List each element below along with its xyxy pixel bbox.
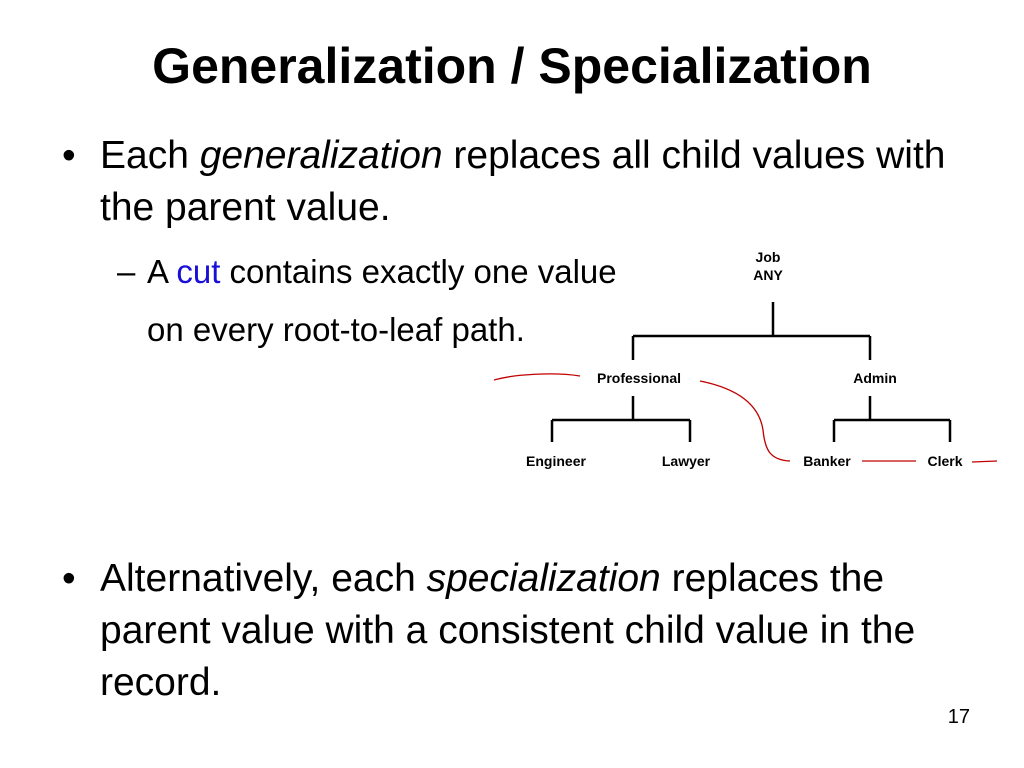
sub-bullet-text-after: contains exactly one value on every root…	[147, 253, 617, 348]
cut-curve	[493, 373, 998, 463]
node-engineer: Engineer	[526, 453, 586, 469]
node-banker: Banker	[803, 453, 851, 469]
bullet-text-emphasis: generalization	[199, 134, 443, 177]
bullet-text-before: Each	[100, 134, 200, 177]
page-number: 17	[947, 706, 970, 728]
slide-title: Generalization / Specialization	[152, 38, 872, 94]
bullet-text-after: replaces the parent value with a consist…	[100, 557, 916, 704]
cut-curve-left	[493, 373, 581, 381]
sub-bullet-text-before: A	[147, 253, 177, 290]
sub-bullet-marker: –	[117, 253, 136, 290]
node-professional: Professional	[597, 370, 681, 386]
root-label-line1: Job	[756, 249, 781, 265]
bullet-text-before: Alternatively, each	[100, 557, 427, 600]
bullet-marker: •	[62, 557, 76, 600]
cut-curve-middle	[699, 380, 791, 462]
sub-bullet-text: A cut contains exactly one value on ever…	[147, 243, 617, 359]
node-clerk: Clerk	[927, 453, 962, 469]
hierarchy-lines	[550, 302, 952, 442]
bullet-text-emphasis: specialization	[426, 557, 661, 600]
cut-term: cut	[176, 253, 221, 290]
cut-curve-right	[971, 460, 998, 463]
node-admin: Admin	[853, 370, 897, 386]
bullet-text: Alternatively, each specialization repla…	[100, 553, 960, 709]
bullet-text-after: replaces all child values with the paren…	[100, 134, 946, 229]
bullet-text: Each generalization replaces all child v…	[100, 130, 960, 234]
node-lawyer: Lawyer	[662, 453, 711, 469]
root-label-line2: ANY	[753, 267, 783, 283]
bullet-marker: •	[62, 134, 76, 177]
